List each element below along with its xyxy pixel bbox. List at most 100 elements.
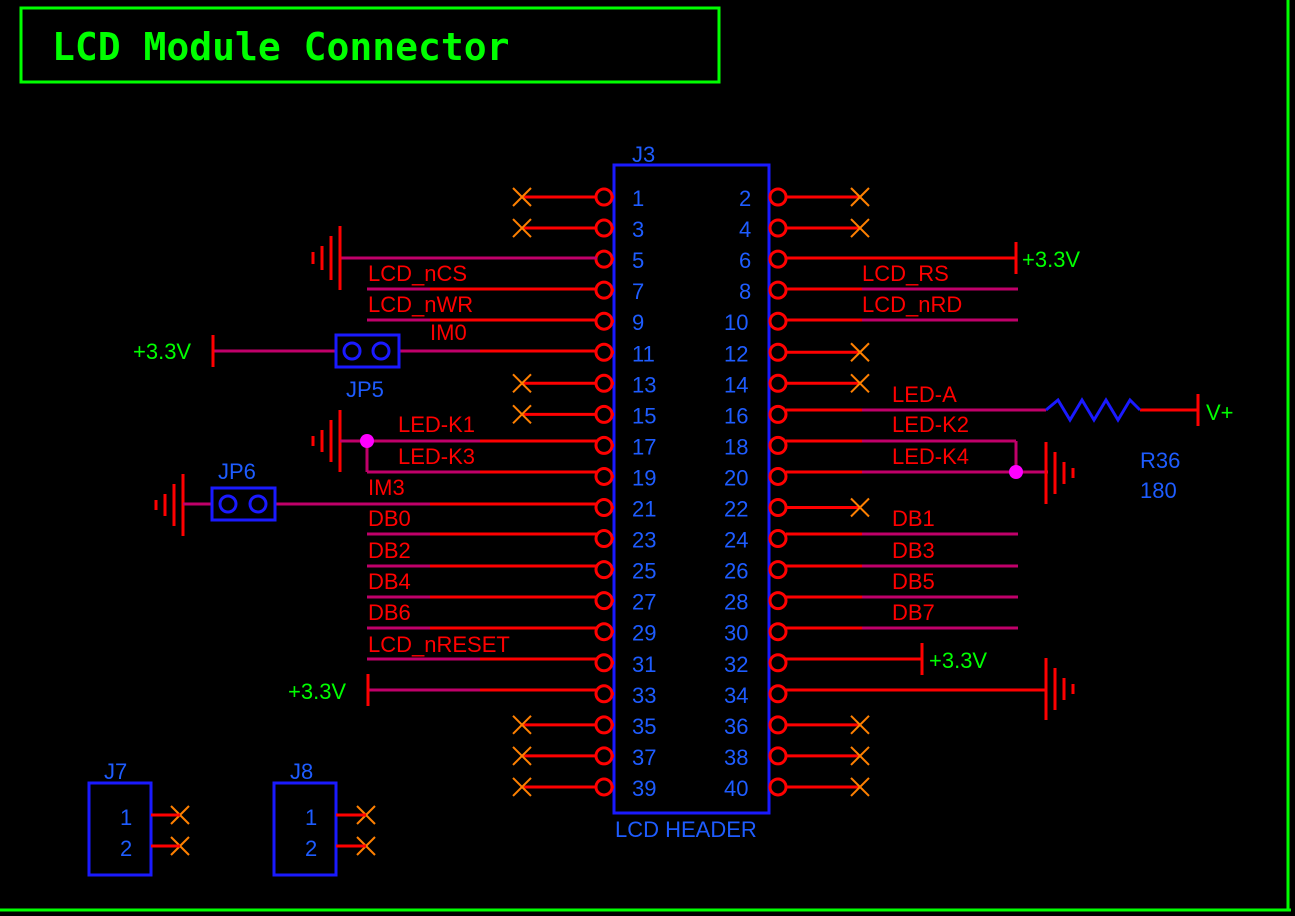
pin-number: 28	[724, 590, 748, 615]
ground-symbols	[154, 226, 1075, 720]
pin-number: 8	[739, 279, 751, 304]
pin-circle	[768, 529, 788, 549]
net-label: LCD_nRD	[862, 292, 962, 317]
j3-ref: J3	[632, 142, 655, 167]
jumper-jp6: JP6	[210, 459, 277, 522]
pin-number: 27	[632, 590, 656, 615]
no-connect-markers	[170, 187, 870, 856]
j3-name: LCD HEADER	[615, 817, 757, 842]
net-label: IM0	[430, 320, 467, 345]
net-label: LED-A	[892, 382, 957, 407]
title-block: LCD Module Connector	[19, 6, 721, 84]
pin-circle	[594, 435, 614, 455]
pin-circle	[594, 715, 614, 735]
no-connect-icon	[850, 218, 870, 238]
pin-circle	[768, 591, 788, 611]
pin-circle	[768, 249, 788, 269]
pin-number: 1	[120, 805, 132, 830]
pin-number: 30	[724, 621, 748, 646]
pin-number: 18	[724, 434, 748, 459]
pin-number: 17	[632, 434, 656, 459]
pin-circle	[768, 373, 788, 393]
j7-ref: J7	[104, 759, 127, 784]
net-labels-left: LCD_nCS LCD_nWR IM0 LED-K1 LED-K3 IM3 DB…	[368, 261, 510, 657]
pin-circle	[768, 653, 788, 673]
pin-number: 19	[632, 465, 656, 490]
no-connect-icon	[512, 187, 532, 207]
page-title: LCD Module Connector	[52, 25, 510, 69]
net-label: LED-K1	[398, 412, 475, 437]
pin-circle	[768, 187, 788, 207]
no-connect-icon	[850, 497, 870, 518]
no-connect-icon	[850, 746, 870, 766]
pin-number: 6	[739, 248, 751, 273]
no-connect-icon	[512, 715, 532, 735]
pin-number: 7	[632, 279, 644, 304]
no-connect-icon	[512, 404, 532, 425]
pin-circle	[594, 746, 614, 766]
jp5-ref: JP5	[346, 377, 384, 402]
r36-ref: R36	[1140, 448, 1180, 473]
pin-circle	[768, 746, 788, 766]
no-connect-icon	[850, 187, 870, 207]
pin-circle	[594, 218, 614, 238]
pin-number: 2	[305, 836, 317, 861]
pin-number: 1	[305, 805, 317, 830]
net-label: IM3	[368, 475, 405, 500]
pin-circle	[594, 404, 614, 424]
j3-connector: J3 LCD HEADER 13579111315171921232527293…	[594, 142, 788, 842]
pin-circle	[768, 311, 788, 331]
connector-j8: J8 1 2	[272, 759, 366, 877]
pin-circle	[594, 280, 614, 300]
no-connect-icon	[850, 777, 870, 797]
net-label: LCD_nCS	[368, 261, 467, 286]
ground-icon	[311, 410, 342, 472]
no-connect-icon	[512, 218, 532, 238]
pin-circle	[594, 653, 614, 673]
pin-number: 35	[632, 714, 656, 739]
pin-circle	[594, 529, 614, 549]
right-wiring	[786, 256, 1198, 692]
jp6-ref: JP6	[218, 459, 256, 484]
resistor-r36: R36 180	[1045, 397, 1180, 503]
net-label: DB2	[368, 538, 411, 563]
pin-circle	[768, 684, 788, 704]
pin-number: 21	[632, 497, 656, 522]
pin-number: 20	[724, 465, 748, 490]
pin-number: 2	[739, 186, 751, 211]
jumper-jp5: JP5	[334, 333, 401, 402]
pin-number: 31	[632, 652, 656, 677]
pin-number: 23	[632, 528, 656, 553]
no-connect-icon	[850, 715, 870, 735]
j8-ref: J8	[290, 759, 313, 784]
net-label: DB1	[892, 506, 935, 531]
net-label: LCD_RS	[862, 261, 949, 286]
pin-number: 4	[739, 217, 751, 242]
pin-number: 5	[632, 248, 644, 273]
power-label: +3.3V	[929, 648, 987, 673]
junction-dot	[360, 434, 374, 448]
power-label: +3.3V	[1022, 247, 1080, 272]
pin-circle	[594, 591, 614, 611]
power-bars	[211, 242, 1200, 706]
pin-number: 12	[724, 341, 748, 366]
pin-number: 38	[724, 745, 748, 770]
pin-number: 15	[632, 403, 656, 428]
net-label: DB6	[368, 600, 411, 625]
pin-circle	[768, 466, 788, 486]
pin-circle	[594, 342, 614, 362]
pin-number: 9	[632, 310, 644, 335]
pin-number: 37	[632, 745, 656, 770]
pin-circle	[594, 498, 614, 517]
power-label: V+	[1206, 400, 1234, 425]
pin-number: 22	[724, 497, 748, 522]
pin-circle	[594, 560, 614, 580]
net-labels-right: LCD_RS LCD_nRD LED-A LED-K2 LED-K4 DB1 D…	[862, 261, 969, 625]
net-label: LCD_nRESET	[368, 632, 510, 657]
net-label: LED-K2	[892, 412, 969, 437]
pin-number: 10	[724, 310, 748, 335]
pin-circle	[594, 777, 614, 797]
pin-circle	[768, 777, 788, 797]
net-label: LCD_nWR	[368, 292, 473, 317]
